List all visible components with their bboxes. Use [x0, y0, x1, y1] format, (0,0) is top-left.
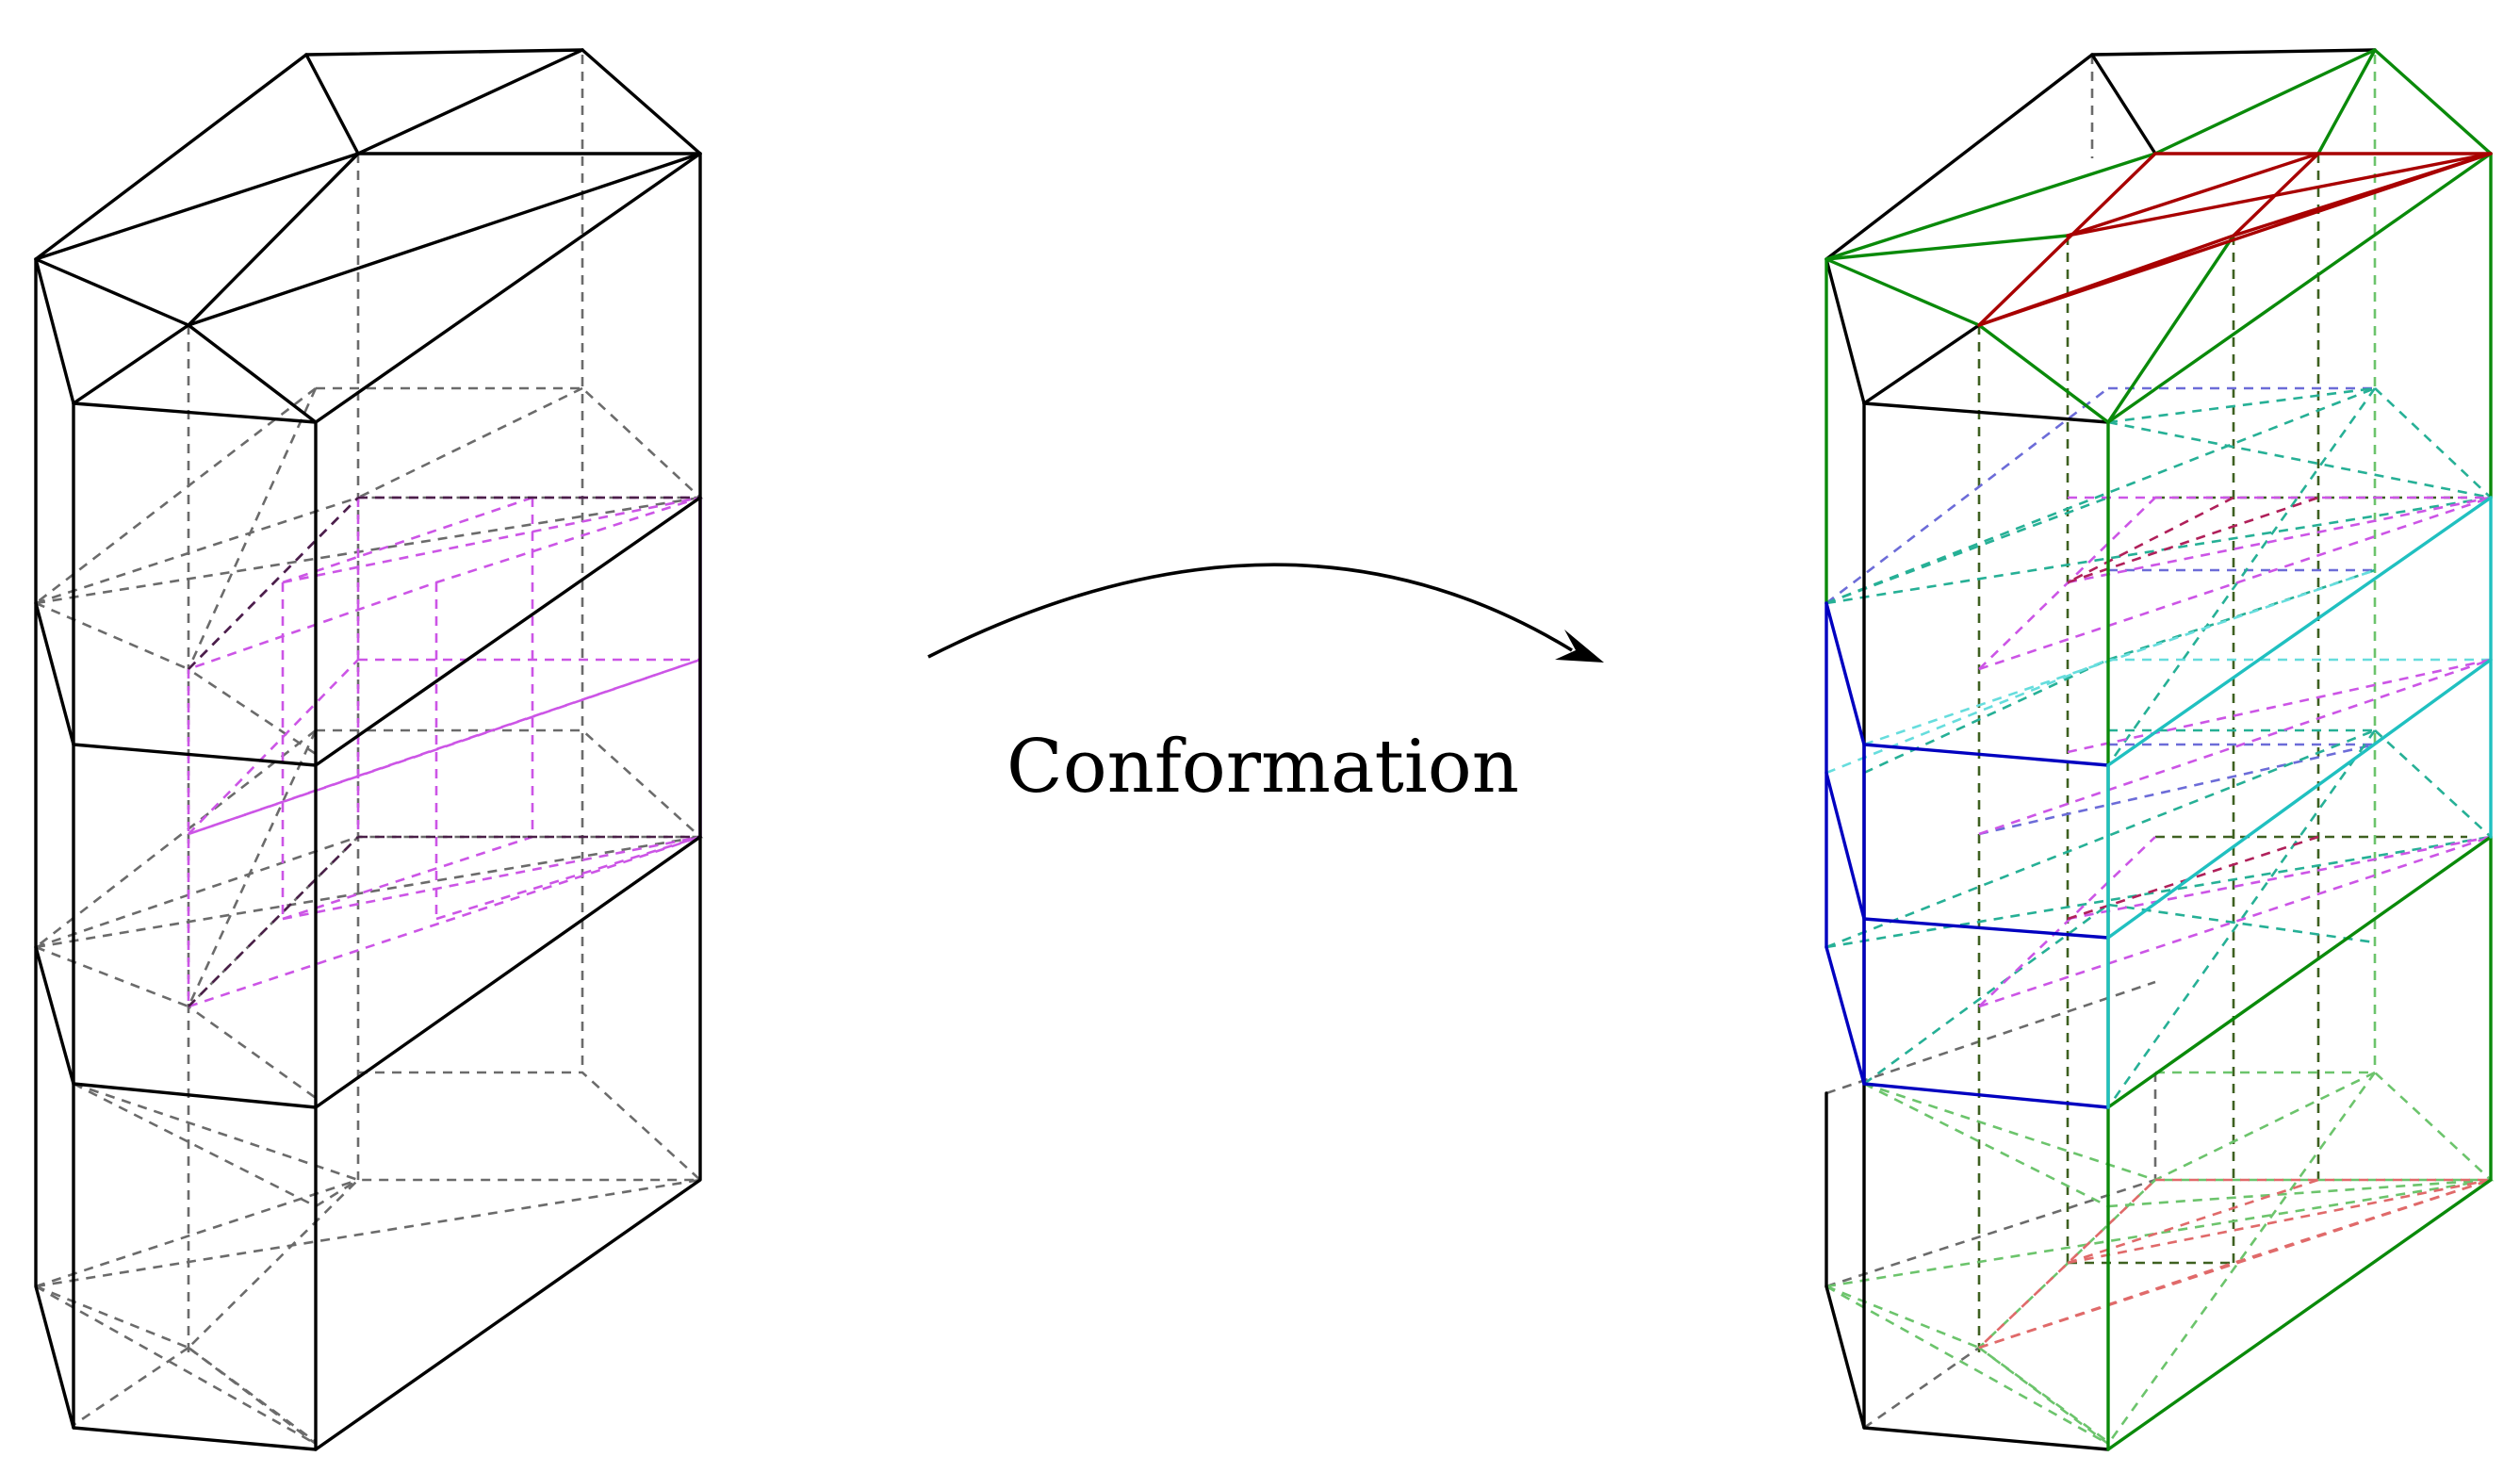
arrow-label: Conformation [1006, 725, 1519, 810]
right-hidden-edges [1825, 55, 2157, 1430]
right-blue-edges [1825, 601, 2110, 1109]
right-cyan-edges [2106, 496, 2493, 1109]
right-teal-edges [1825, 386, 2492, 1108]
left-hidden-edges [35, 55, 704, 1446]
conformation-arrow [927, 563, 1604, 663]
left-purple-edges [188, 496, 700, 1007]
left-mesh [34, 48, 704, 1451]
right-dark-green-edges [1977, 154, 2467, 1355]
right-dark-red-edges [2067, 496, 2319, 921]
left-visible-edges [34, 48, 702, 1451]
right-red-top-edges [1977, 152, 2493, 327]
right-light-red-edges [1978, 1178, 2492, 1350]
right-cyan-light-edges [1825, 568, 2491, 775]
right-magenta-edges [1978, 496, 2492, 1008]
left-magenta-edges [187, 496, 701, 1008]
right-mesh [1825, 48, 2495, 1451]
right-blue-light-edges [1825, 386, 2376, 836]
